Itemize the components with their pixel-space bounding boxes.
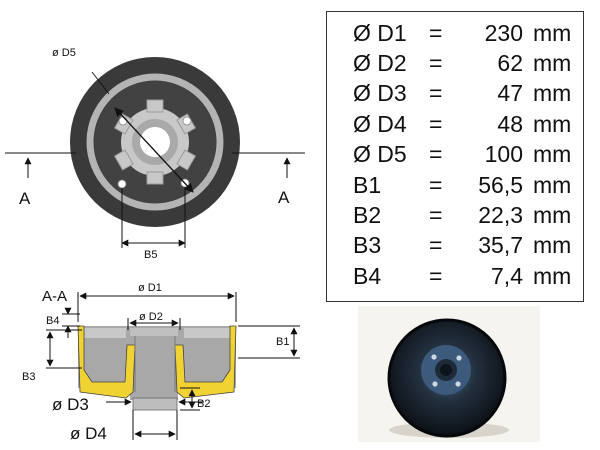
section-marker-right: A (278, 188, 290, 207)
spec-eq: = (429, 110, 443, 137)
spec-value: 7,4 (491, 262, 523, 289)
spec-label: B2 (353, 202, 382, 229)
spec-value: 100 (484, 141, 523, 168)
spec-unit: mm (533, 171, 572, 198)
drum-cross-section (77, 325, 237, 411)
spec-row-b1: B1 = 56,5 mm (353, 170, 583, 200)
spec-label: B3 (353, 232, 382, 259)
section-body (78, 326, 236, 400)
d3-label: ø D3 (52, 395, 89, 414)
d4-label: ø D4 (70, 424, 107, 443)
section-title: A-A (42, 288, 67, 305)
b2-label: B2 (197, 398, 210, 410)
spec-value: 48 (497, 110, 523, 137)
d4-dimension (132, 410, 178, 440)
spec-label: B4 (353, 262, 382, 289)
spec-label: B1 (353, 171, 382, 198)
spec-eq: = (429, 202, 443, 229)
spec-unit: mm (533, 19, 572, 46)
b4-label: B4 (46, 315, 59, 327)
b5-dimension (121, 187, 186, 248)
spec-value: 230 (484, 19, 523, 46)
spec-label: Ø D2 (353, 50, 407, 77)
spec-table: Ø D1 = 230 mm Ø D2 = 62 mm Ø D3 = 47 mm … (326, 11, 584, 302)
spec-value: 35,7 (478, 232, 523, 259)
spec-label: Ø D1 (353, 19, 407, 46)
b2-dimension (180, 387, 200, 411)
b3-dimension (46, 329, 82, 369)
section-wall-right (174, 325, 237, 399)
b1-label: B1 (276, 336, 289, 348)
center-bore (140, 127, 170, 157)
b1-dimension (238, 325, 300, 359)
b4-dimension (62, 307, 80, 338)
d2-dimension (127, 318, 181, 330)
section-line-aa (5, 152, 305, 178)
spec-unit: mm (533, 262, 572, 289)
spec-unit: mm (533, 141, 572, 168)
spec-unit: mm (533, 80, 572, 107)
spec-row-d2: Ø D2 = 62 mm (353, 48, 583, 78)
spec-unit: mm (533, 232, 572, 259)
spec-unit: mm (533, 50, 572, 77)
product-photo (358, 306, 540, 442)
spec-value: 47 (497, 80, 523, 107)
spec-row-b4: B4 = 7,4 mm (353, 261, 583, 291)
d5-leader (91, 71, 110, 95)
spec-eq: = (429, 262, 443, 289)
spec-row-b2: B2 = 22,3 mm (353, 200, 583, 230)
spec-value: 62 (497, 50, 523, 77)
drum-front-view: ø D5 (52, 47, 240, 227)
spec-eq: = (429, 50, 443, 77)
spec-value: 56,5 (478, 171, 523, 198)
d1-dimension (77, 292, 237, 322)
b3-label: B3 (22, 371, 35, 383)
spec-label: Ø D3 (353, 80, 407, 107)
spec-row-d5: Ø D5 = 100 mm (353, 140, 583, 170)
spec-unit: mm (533, 110, 572, 137)
spec-value: 22,3 (478, 202, 523, 229)
spec-unit: mm (533, 202, 572, 229)
photo-bolt-holes (431, 354, 462, 387)
brake-drum-photo (387, 318, 509, 438)
d5-label: ø D5 (52, 47, 76, 59)
spec-eq: = (429, 141, 443, 168)
spec-eq: = (429, 80, 443, 107)
spec-row-d1: Ø D1 = 230 mm (353, 18, 583, 48)
section-marker-left: A (19, 189, 31, 208)
spec-label: Ø D4 (353, 110, 407, 137)
d2-label: ø D2 (139, 311, 163, 323)
spec-eq: = (429, 232, 443, 259)
d1-label: ø D1 (138, 282, 162, 294)
section-wall-left (77, 325, 136, 399)
spec-row-d3: Ø D3 = 47 mm (353, 79, 583, 109)
b5-label: B5 (144, 249, 157, 261)
drum-ring (86, 73, 224, 211)
spec-row-d4: Ø D4 = 48 mm (353, 109, 583, 139)
d5-dimension-line (114, 107, 194, 193)
section-hub-step (132, 397, 178, 411)
spec-row-b3: B3 = 35,7 mm (353, 231, 583, 261)
spec-eq: = (429, 171, 443, 198)
spec-label: Ø D5 (353, 141, 407, 168)
spec-eq: = (429, 19, 443, 46)
